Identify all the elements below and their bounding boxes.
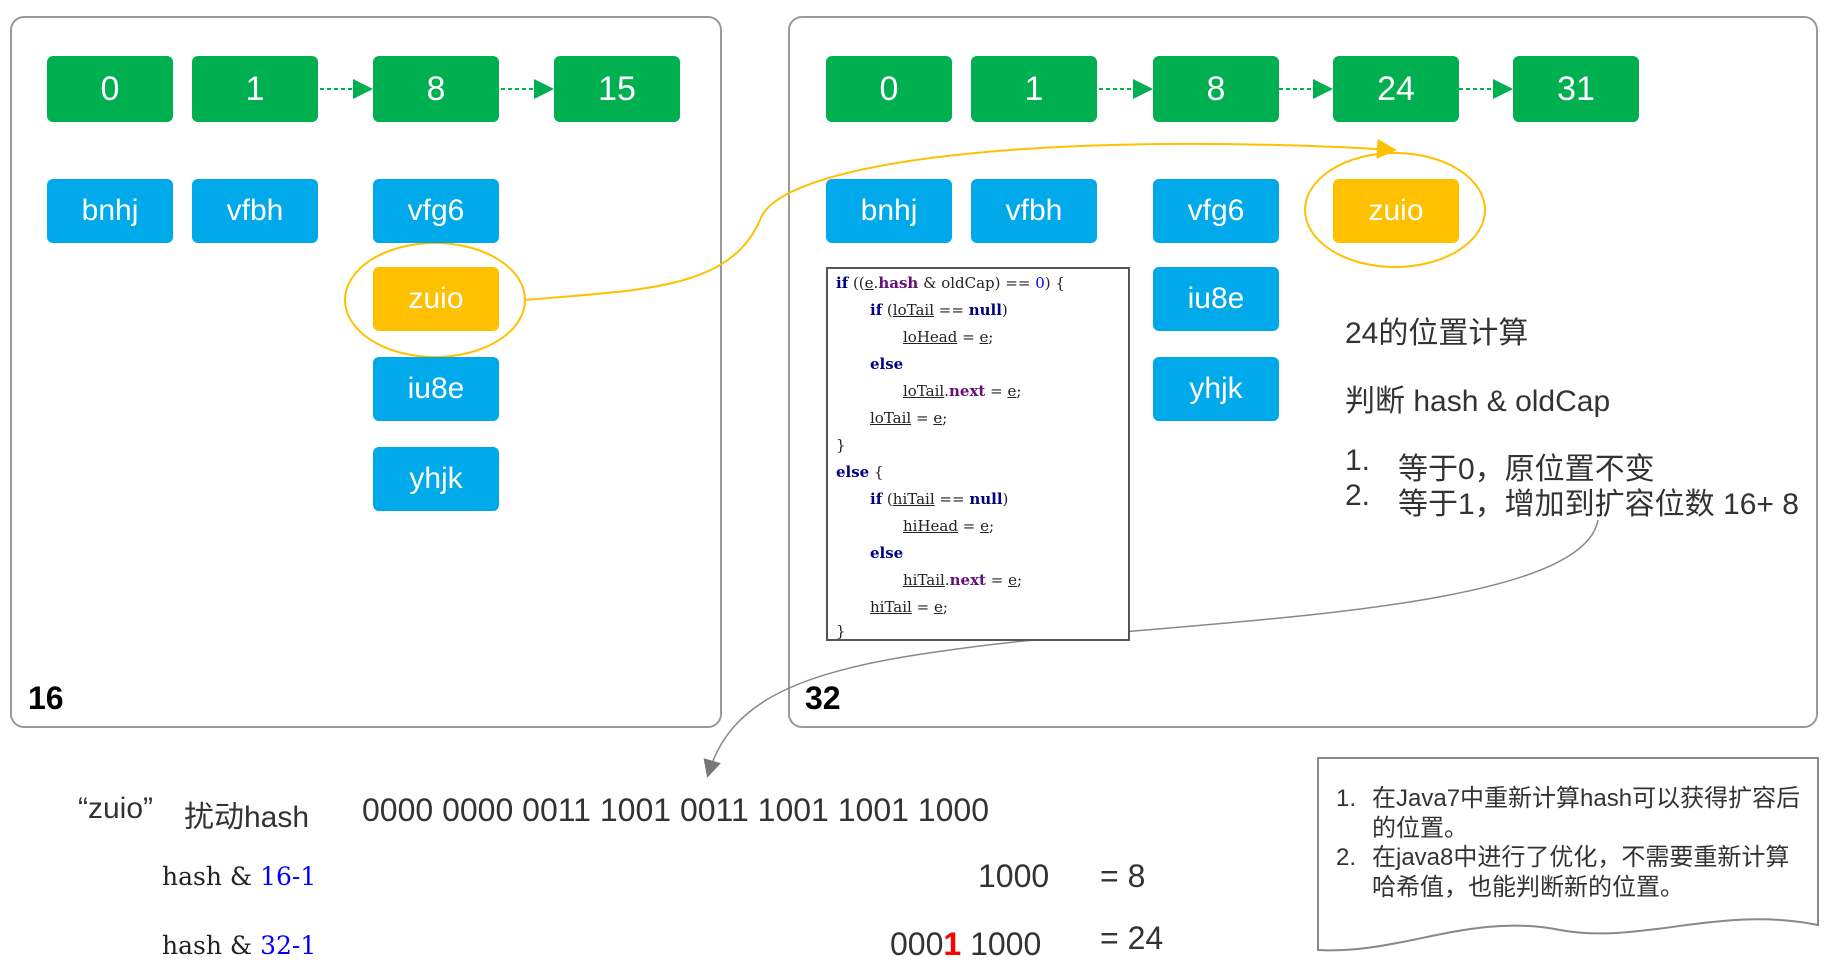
code-line-9: if (hiTail == null) [870, 490, 1009, 508]
right-key-iu8e: iu8e [1153, 267, 1279, 331]
result-value-24: = 24 [1100, 920, 1164, 956]
left-bucket-0: 0 [47, 56, 173, 122]
position-calc-title: 24的位置计算 [1345, 317, 1529, 350]
step-2-num: 2. [1345, 479, 1371, 512]
note-box [1317, 757, 1819, 952]
left-key-vfbh: vfbh [192, 179, 318, 243]
left-key-vfg6: vfg6 [373, 179, 499, 243]
code-line-11: else [870, 544, 904, 562]
left-key-iu8e: iu8e [373, 357, 499, 421]
left-table-panel [10, 16, 722, 728]
note-item-1-line-2: 的位置。 [1372, 815, 1468, 842]
code-line-6: loTail = e; [870, 409, 948, 427]
hash-bits: 0000 0000 0011 1001 0011 1001 1001 1000 [362, 792, 989, 828]
right-key-zuio: zuio [1333, 179, 1459, 243]
left-bucket-15: 15 [554, 56, 680, 122]
code-line-8: else { [836, 463, 884, 481]
highlight-bit: 1 [943, 926, 962, 962]
code-line-12: hiTail.next = e; [903, 571, 1023, 589]
right-key-vfbh: vfbh [971, 179, 1097, 243]
right-bucket-31: 31 [1513, 56, 1639, 122]
code-line-1: if ((e.hash & oldCap) == 0) { [836, 274, 1065, 292]
left-key-zuio: zuio [373, 267, 499, 331]
code-line-2: if (loTail == null) [870, 301, 1008, 319]
left-bucket-1: 1 [192, 56, 318, 122]
right-key-vfg6: vfg6 [1153, 179, 1279, 243]
hash-rule-text: 判断 hash & oldCap [1345, 385, 1611, 418]
code-line-13: hiTail = e; [870, 598, 948, 616]
left-key-yhjk: yhjk [373, 447, 499, 511]
move-curve [524, 138, 1397, 301]
step-1-num: 1. [1345, 444, 1371, 477]
note-item-1-line-1: 在Java7中重新计算hash可以获得扩容后 [1372, 785, 1801, 812]
expr-hash-and-15: hash & 16-1 [162, 862, 317, 891]
right-bucket-0: 0 [826, 56, 952, 122]
code-line-3: loHead = e; [903, 328, 994, 346]
note-item-2-line-1: 在java8中进行了优化，不需要重新计算 [1372, 844, 1790, 871]
note-item-2-line-2: 哈希值，也能判断新的位置。 [1372, 874, 1684, 901]
note-item-1-num: 1. [1336, 785, 1357, 812]
step-1-text: 等于0，原位置不变 [1398, 453, 1655, 486]
right-bucket-8: 8 [1153, 56, 1279, 122]
left-key-bnhj: bnhj [47, 179, 173, 243]
code-line-7: } [836, 436, 846, 454]
right-key-bnhj: bnhj [826, 179, 952, 243]
code-line-10: hiHead = e; [903, 517, 995, 535]
perturb-hash-label: 扰动hash [184, 801, 310, 834]
left-bucket-8: 8 [373, 56, 499, 122]
code-line-14: } [836, 622, 846, 640]
right-bucket-24: 24 [1333, 56, 1459, 122]
right-capacity-label: 32 [805, 680, 841, 716]
right-key-yhjk: yhjk [1153, 357, 1279, 421]
code-line-4: else [870, 355, 904, 373]
resize-code-snippet: if ((e.hash & oldCap) == 0) { if (loTail… [826, 267, 1130, 641]
step-2-text: 等于1，增加到扩容位数 16+ 8 [1398, 488, 1799, 521]
result-bits-24: 0001 1000 [890, 926, 1042, 962]
result-value-8: = 8 [1100, 858, 1146, 894]
expr-hash-and-31: hash & 32-1 [162, 931, 317, 960]
code-line-5: loTail.next = e; [903, 382, 1022, 400]
right-bucket-1: 1 [971, 56, 1097, 122]
left-capacity-label: 16 [28, 680, 64, 716]
note-item-2-num: 2. [1336, 844, 1357, 871]
zuio-quote-label: “zuio” [78, 792, 154, 825]
result-bits-8: 1000 [978, 858, 1050, 894]
